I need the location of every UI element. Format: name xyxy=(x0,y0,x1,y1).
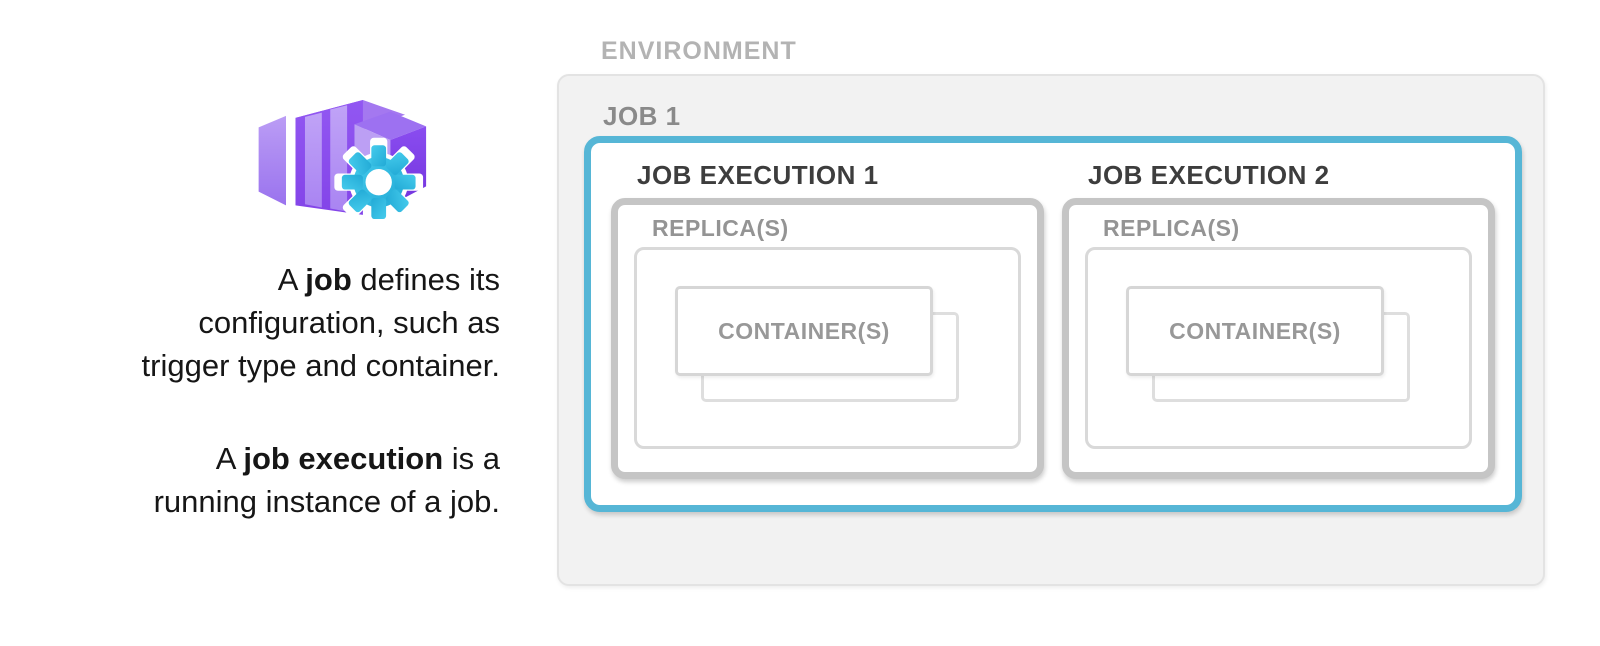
container-slab-shape xyxy=(258,115,287,206)
environment-label: ENVIRONMENT xyxy=(601,37,797,65)
job-execution-1-box: REPLICA(S) CONTAINER(S) xyxy=(611,198,1044,479)
replica-box-1: CONTAINER(S) xyxy=(634,247,1021,449)
job-box: JOB EXECUTION 1 REPLICA(S) CONTAINER(S) … xyxy=(584,136,1522,512)
replica-label-2: REPLICA(S) xyxy=(1103,215,1240,241)
container-box-front-2: CONTAINER(S) xyxy=(1126,286,1384,376)
job-execution-2-box: REPLICA(S) CONTAINER(S) xyxy=(1062,198,1495,479)
container-apps-job-icon xyxy=(258,100,427,227)
replica-box-2: CONTAINER(S) xyxy=(1085,247,1472,449)
job-execution-1-label: JOB EXECUTION 1 xyxy=(637,160,879,190)
environment-box: JOB 1 JOB EXECUTION 1 REPLICA(S) CONTAIN… xyxy=(557,74,1545,586)
gear-icon xyxy=(334,137,424,227)
replica-label-1: REPLICA(S) xyxy=(652,215,789,241)
container-box-front-1: CONTAINER(S) xyxy=(675,286,933,376)
job-execution-2-group: JOB EXECUTION 2 REPLICA(S) CONTAINER(S) xyxy=(1062,155,1495,505)
job-execution-1-group: JOB EXECUTION 1 REPLICA(S) CONTAINER(S) xyxy=(611,155,1044,505)
job-label: JOB 1 xyxy=(603,101,681,131)
job-execution-2-label: JOB EXECUTION 2 xyxy=(1088,160,1330,190)
